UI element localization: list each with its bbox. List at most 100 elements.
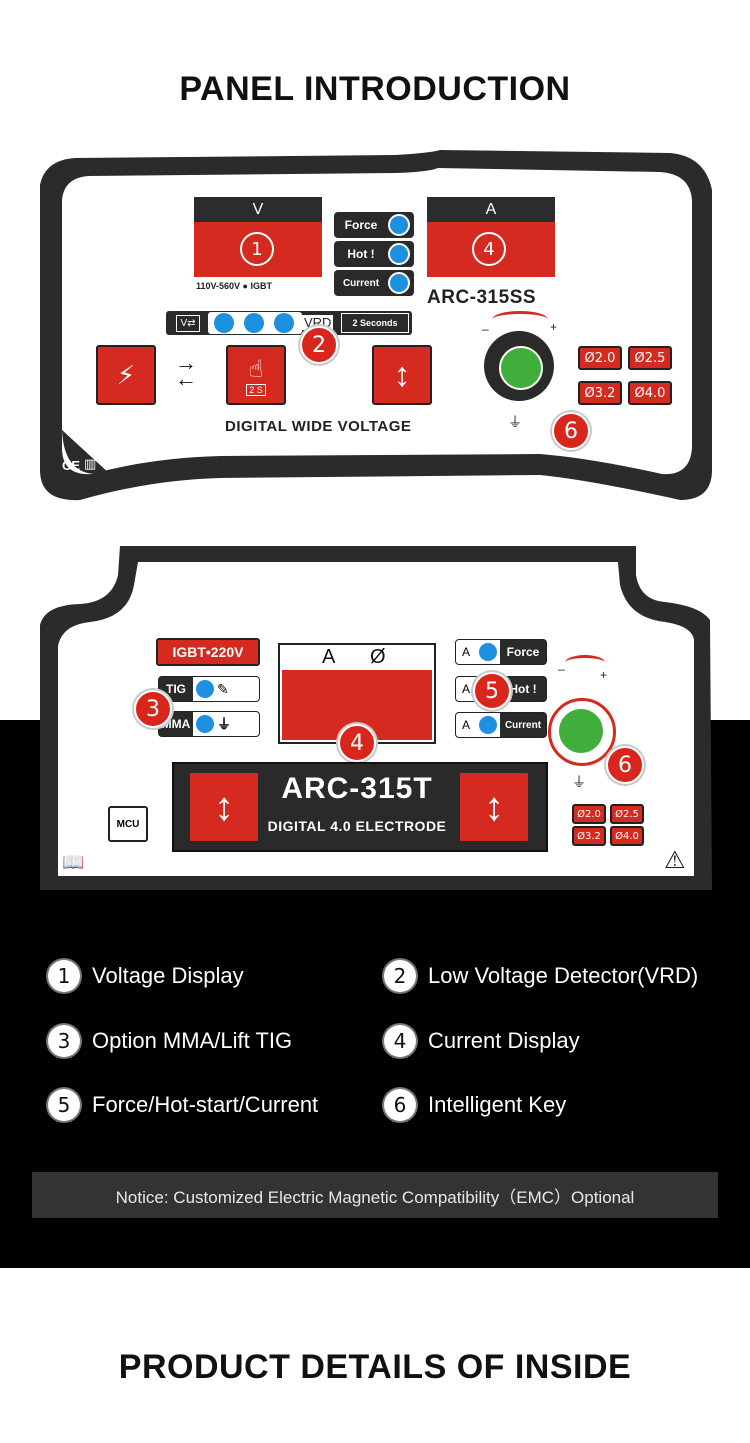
adjust-down-button[interactable]: ↕: [188, 771, 260, 843]
knob2-center: [557, 707, 605, 755]
vrd-hold-button[interactable]: ☝2 S: [226, 345, 286, 405]
electrode2-4-0: Ø4.0: [610, 826, 644, 846]
panel1-footer: DIGITAL WIDE VOLTAGE: [225, 418, 412, 435]
warning-icon-2: ⚠: [664, 847, 686, 874]
legend-num-6: 6: [384, 1089, 416, 1121]
legend-item-4: 4 Current Display: [384, 1025, 580, 1057]
legend-item-6: 6 Intelligent Key: [384, 1089, 566, 1121]
legend-text-1: Voltage Display: [92, 963, 244, 988]
legend-text-6: Intelligent Key: [428, 1092, 567, 1117]
up-down-arrow-icon-left: ↕: [214, 784, 234, 829]
panel1-corner-left: [62, 430, 130, 475]
legend-num-1: 1: [48, 960, 80, 992]
tig-selector[interactable]: TIG✎: [158, 676, 260, 702]
adjust-up-button[interactable]: ↕: [458, 771, 530, 843]
model-name: ARC-315SS: [427, 287, 537, 308]
electrode2-3-2: Ø3.2: [572, 826, 606, 846]
mode-button[interactable]: ⚡: [96, 345, 156, 405]
electrode2-2-5: Ø2.5: [610, 804, 644, 824]
welding-icon: ⚡: [116, 359, 136, 390]
section-title-inside: PRODUCT DETAILS OF INSIDE: [118, 1348, 632, 1386]
barcode-icon: ▥: [84, 456, 97, 471]
vrd-led-1: [214, 313, 234, 333]
vrd-led-2: [244, 313, 264, 333]
voltage-range-label: 110V-560V ● IGBT: [196, 281, 272, 291]
callout-6: 6: [552, 412, 590, 450]
hot-led: [388, 243, 410, 265]
legend-item-1: 1 Voltage Display: [48, 960, 244, 992]
mma-led: [196, 715, 214, 733]
electrode-2-5: Ø2.5: [628, 346, 672, 370]
legend-text-3: Option MMA/Lift TIG: [92, 1028, 293, 1053]
igbt-label: IGBT•220V: [156, 638, 260, 666]
ce-mark: CE: [62, 458, 81, 473]
mcu-label: MCU: [116, 818, 140, 830]
umbrella-icon: ☂: [672, 455, 686, 472]
current-a-label: A: [461, 718, 470, 732]
electrode2-2-0: Ø2.0: [572, 804, 606, 824]
vrd-led-3: [274, 313, 294, 333]
legend-num-3: 3: [48, 1025, 80, 1057]
voltage-display-header: V: [194, 197, 322, 222]
page-title: PANEL INTRODUCTION: [179, 70, 571, 108]
knob-arc-icon: [492, 311, 548, 328]
callout-6b: 6: [606, 746, 644, 784]
force-led-2: [479, 643, 497, 661]
hot-indicator: Hot !: [334, 241, 414, 267]
knob-minus: –: [482, 322, 489, 336]
display-dia-label: Ø: [370, 646, 386, 668]
current-display-header: A: [427, 197, 555, 222]
two-s-label: 2 S: [246, 383, 266, 396]
force-label-2: Force: [500, 640, 546, 664]
hot-label: Hot !: [347, 247, 375, 261]
callout-4: 4: [472, 232, 506, 266]
current-led-2: [479, 716, 497, 734]
switch-arrows-icon: →←: [175, 350, 197, 391]
knob2-plus: +: [600, 668, 608, 682]
ground-icon: ⏚: [508, 414, 522, 430]
adjust-button[interactable]: ↕: [372, 345, 432, 405]
hot-a-label: A: [461, 682, 470, 696]
callout-3: 3: [134, 690, 172, 728]
callout-4b: 4: [338, 724, 376, 762]
current-indicator: Current: [334, 270, 414, 296]
electrode-3-2: Ø3.2: [578, 381, 622, 405]
knob-plus: +: [550, 320, 558, 334]
legend-text-5: Force/Hot-start/Current: [92, 1092, 319, 1117]
knob2-arc-icon: [565, 655, 605, 670]
callout-2: 2: [300, 326, 338, 364]
current-selector-2[interactable]: A Current: [455, 712, 547, 738]
force-label: Force: [344, 218, 378, 232]
legend-text-2: Low Voltage Detector(VRD): [428, 963, 699, 988]
electrode-2-0: Ø2.0: [578, 346, 622, 370]
force-indicator: Force: [334, 212, 414, 238]
notice-bar: Notice: Customized Electric Magnetic Com…: [32, 1172, 718, 1218]
display-a-label: A: [322, 646, 336, 668]
two-seconds-label: 2 Seconds: [341, 313, 409, 333]
knob-center: [499, 346, 543, 390]
model-subtitle: DIGITAL 4.0 ELECTRODE: [267, 818, 447, 834]
callout-5: 5: [473, 672, 511, 710]
up-down-arrow-icon-right: ↕: [484, 784, 504, 829]
manual-book-icon: 📖: [62, 852, 85, 872]
legend-num-4: 4: [384, 1025, 416, 1057]
vrd-switch-icon: V⇄: [176, 315, 200, 332]
current-label: Current: [342, 277, 380, 289]
legend-text-4: Current Display: [428, 1028, 580, 1053]
current-led: [388, 272, 410, 294]
tig-led: [196, 680, 214, 698]
notice-text: Notice: Customized Electric Magnetic Com…: [115, 1187, 635, 1207]
mma-selector[interactable]: MMA⏚: [158, 711, 260, 737]
legend-item-2: 2 Low Voltage Detector(VRD): [384, 960, 698, 992]
ground-icon-2: ⏚: [572, 774, 586, 790]
mma-electrode-icon: ⏚: [217, 716, 231, 732]
knob2-minus: –: [558, 662, 565, 676]
legend-item-3: 3 Option MMA/Lift TIG: [48, 1025, 292, 1057]
legend-num-2: 2: [384, 960, 416, 992]
force-led: [388, 214, 410, 236]
model-name-2: ARC-315T: [281, 772, 433, 805]
current-label-2: Current: [500, 713, 546, 737]
touch-icon: ☝: [248, 355, 264, 383]
